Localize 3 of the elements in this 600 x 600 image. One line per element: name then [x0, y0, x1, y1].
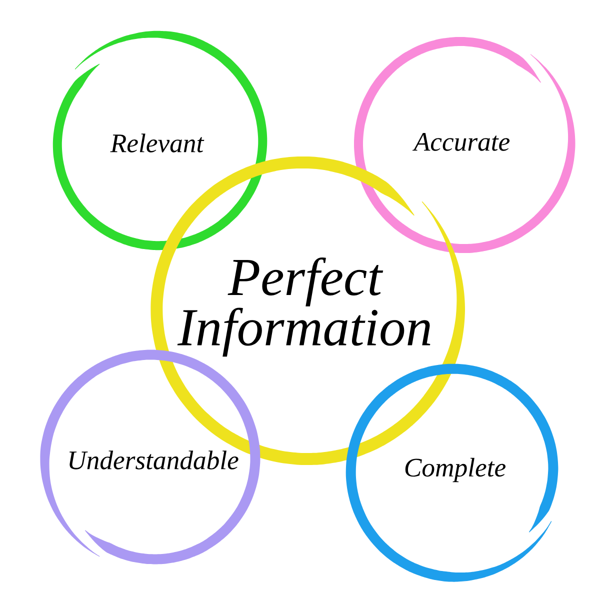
brush-stroke: Accurate — [354, 37, 576, 254]
brush-stroke: Relevant — [52, 30, 268, 250]
brush-stroke: Complete — [346, 364, 558, 582]
